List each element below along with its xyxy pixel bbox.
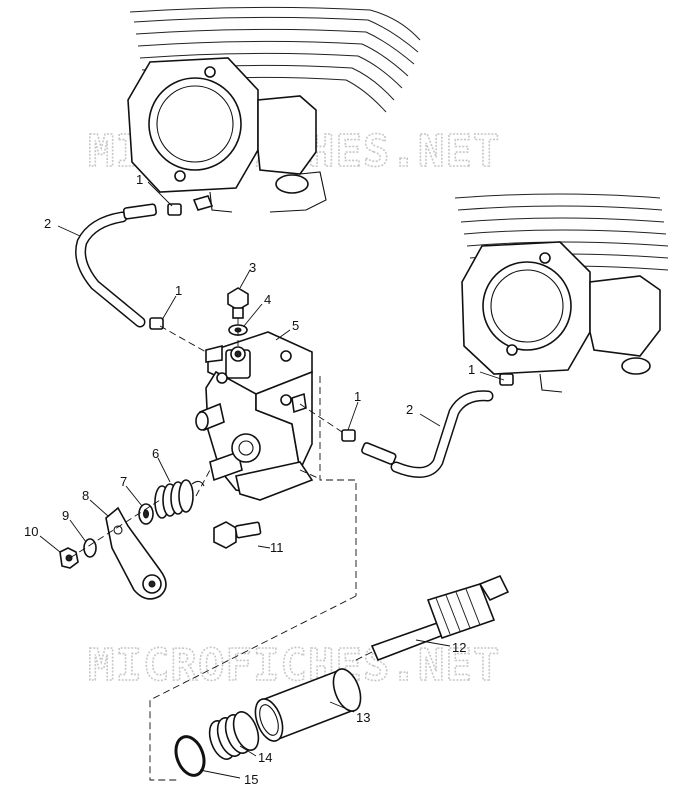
sleeve-icon <box>254 668 362 742</box>
bolt-11-icon <box>213 521 262 549</box>
watermark-bottom: MICROFICHES.NET <box>88 640 500 691</box>
callout-10: 10 <box>24 524 38 539</box>
cylinder-top-left <box>127 6 421 213</box>
callout-13: 13 <box>356 710 370 725</box>
spring-icon <box>154 479 205 519</box>
lever-icon <box>105 506 167 600</box>
cylinder-right <box>454 193 669 393</box>
washer-7-hole <box>143 509 149 519</box>
bolt-icon <box>227 287 249 319</box>
callout-2b: 2 <box>406 402 413 417</box>
oil-pump-body <box>195 331 314 501</box>
callout-4: 4 <box>264 292 271 307</box>
callout-1d: 1 <box>468 362 475 377</box>
callout-1a: 1 <box>136 172 143 187</box>
callout-14: 14 <box>258 750 272 765</box>
hose-right <box>361 390 494 478</box>
callout-1c: 1 <box>354 389 361 404</box>
callout-15: 15 <box>244 772 258 787</box>
callout-9: 9 <box>62 508 69 523</box>
callout-7: 7 <box>120 474 127 489</box>
callout-12: 12 <box>452 640 466 655</box>
callout-3: 3 <box>249 260 256 275</box>
callout-6: 6 <box>152 446 159 461</box>
spring-14-icon <box>208 711 260 760</box>
gear-shaft-icon <box>370 574 510 662</box>
callout-1b: 1 <box>175 283 182 298</box>
leader-lines <box>39 181 505 779</box>
callout-8: 8 <box>82 488 89 503</box>
snap-ring-icon <box>174 735 206 777</box>
callout-5: 5 <box>292 318 299 333</box>
callout-11: 11 <box>270 540 284 555</box>
clamp-icon <box>149 195 514 442</box>
assembly-lines <box>69 318 373 781</box>
hose-left <box>75 203 157 328</box>
callout-labels: 1 1 1 1 2 2 3 4 5 6 7 8 9 10 11 12 13 14… <box>24 172 475 787</box>
nut-hole <box>65 554 73 562</box>
callout-2a: 2 <box>44 216 51 231</box>
